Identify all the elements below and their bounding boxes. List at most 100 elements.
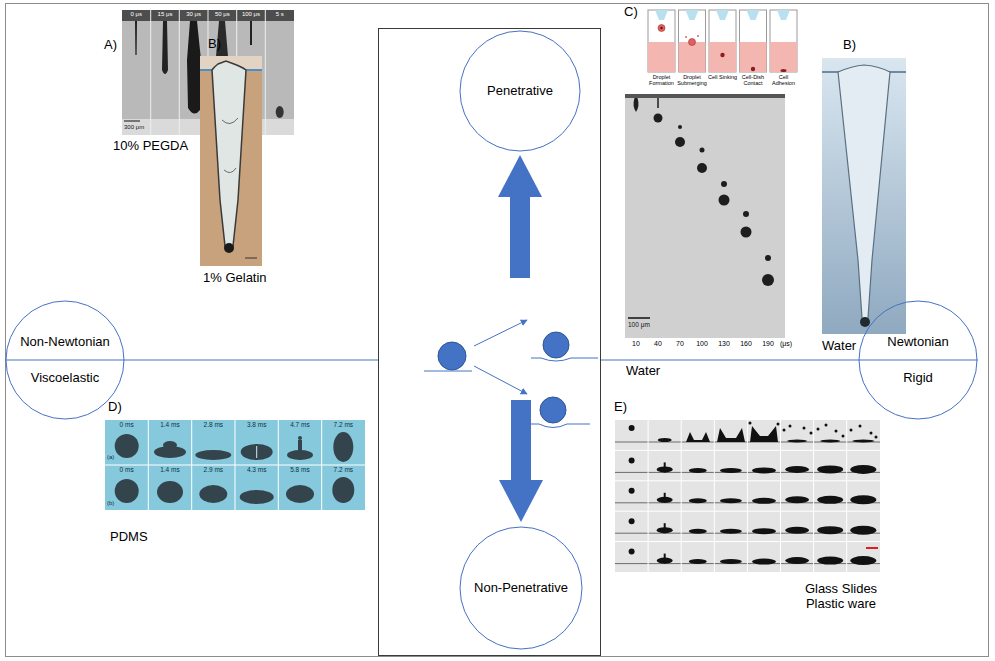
panel-letter: E) — [614, 400, 627, 415]
photo-droplet-sequence — [721, 181, 727, 187]
photo-glass-impact — [850, 429, 853, 432]
photo-glass-impact — [681, 420, 682, 572]
photo-gelatin — [224, 243, 234, 253]
time-stamp: 0 μs — [122, 11, 150, 18]
scale-label: 100 μm — [628, 321, 650, 328]
category-circle: NewtonianRigid — [858, 300, 978, 420]
photo-pdms-impact — [333, 432, 353, 462]
photo-glass-impact — [783, 429, 786, 432]
panel-letter: B) — [208, 37, 221, 52]
cell-printing-schematic — [716, 10, 729, 20]
cell-printing-schematic — [747, 10, 760, 20]
cell-printing-schematic — [658, 25, 665, 32]
photo-droplet-sequence — [719, 195, 730, 206]
photo-pegda — [135, 21, 137, 55]
cell-printing-schematic — [770, 10, 797, 72]
photo-pdms-impact — [115, 479, 139, 503]
time-stamp: 10 — [625, 340, 647, 348]
photo-glass-impact — [813, 420, 814, 572]
photo-pdms-impact — [240, 490, 274, 504]
photo-pegda — [179, 10, 180, 135]
penetrative-arrow — [498, 155, 542, 278]
time-stamp: 0 ms — [105, 466, 148, 473]
time-stamp: 7.2 ms — [322, 466, 365, 473]
category-heading: Non-Newtonian — [20, 335, 110, 350]
cell-printing-schematic — [660, 27, 662, 29]
cell-printing-schematic — [777, 10, 790, 20]
time-stamp: 1.4 ms — [148, 421, 191, 428]
photo-glass-impact — [870, 432, 873, 435]
photo-droplet-sequence — [675, 137, 685, 147]
photo-glass-impact — [686, 432, 710, 442]
photo-droplet-sequence — [628, 317, 650, 319]
impact-schematic — [424, 320, 598, 428]
time-stamp: 0 ms — [105, 421, 148, 428]
time-stamp: 130 — [713, 340, 735, 348]
scale-bar — [866, 547, 878, 549]
axis-line — [600, 360, 978, 361]
photo-pegda — [124, 121, 140, 122]
photo-pdms-impact — [298, 440, 302, 454]
photo-droplet-sequence — [625, 94, 785, 98]
material-label: Water — [822, 339, 856, 354]
photo-droplet-sequence — [634, 98, 639, 112]
cell-printing-schematic — [740, 42, 767, 72]
photo-glass-impact — [859, 425, 862, 428]
time-stamp: 7.2 ms — [322, 421, 365, 428]
circle-outline — [5, 300, 125, 420]
cell-printing-schematic — [781, 69, 787, 72]
photo-glass-impact — [803, 427, 806, 430]
cell-printing-schematic — [679, 10, 706, 72]
cell-printing-schematic — [751, 67, 755, 71]
photo-glass-impact — [852, 440, 874, 443]
photo-glass-impact — [789, 425, 792, 428]
non-penetrative-arrow — [499, 400, 543, 522]
row-label: (a) — [107, 454, 114, 461]
photo-gelatin — [200, 56, 262, 266]
photo-droplet-sequence — [654, 114, 663, 123]
photo-glass-impact — [835, 430, 838, 433]
impact-schematic — [474, 366, 527, 394]
photo-gelatin — [222, 118, 238, 173]
photo-glass-impact — [749, 422, 752, 425]
photo-glass-impact — [817, 428, 820, 431]
photo-gelatin — [245, 258, 257, 259]
time-stamp: 40 — [647, 340, 669, 348]
time-stamp: 100 — [691, 340, 713, 348]
photo-droplet-sequence — [743, 211, 749, 217]
photo-pdms-impact — [256, 446, 257, 458]
time-stamp: 2.9 ms — [192, 466, 235, 473]
cell-printing-schematic — [697, 35, 699, 37]
photo-water-cavity — [822, 58, 906, 334]
cell-printing-schematic — [770, 42, 797, 72]
photo-glass-impact — [777, 423, 780, 426]
cell-printing-schematic — [740, 10, 767, 72]
photo-pdms-impact — [298, 436, 302, 440]
material-label: Glass Slides Plastic ware — [798, 582, 884, 612]
photo-pegda — [150, 10, 151, 135]
cell-printing-schematic — [720, 53, 724, 57]
photo-droplet-sequence — [700, 148, 705, 153]
photo-droplet-sequence — [625, 94, 795, 352]
photo-pegda — [265, 10, 266, 135]
cell-printing-schematic — [685, 36, 687, 38]
scale-label: 300 μm — [124, 124, 144, 131]
cell-printing-schematic — [709, 42, 736, 72]
category-heading: Newtonian — [887, 335, 948, 350]
photo-glass-impact — [717, 428, 745, 442]
photo-glass-impact — [750, 426, 778, 442]
time-stamp: 3.8 ms — [235, 421, 278, 428]
panel-letter: C) — [624, 5, 638, 20]
photo-pdms-impact — [157, 481, 183, 503]
photo-glass-impact — [780, 420, 781, 572]
impact-schematic — [438, 342, 466, 370]
cell-printing-schematic — [648, 10, 797, 72]
non-penetrative-arrow — [511, 400, 531, 482]
cell-printing-schematic — [655, 10, 668, 20]
category-subheading: Rigid — [903, 371, 933, 386]
photo-glass-impact — [842, 435, 845, 438]
time-unit: (μs) — [780, 340, 792, 348]
